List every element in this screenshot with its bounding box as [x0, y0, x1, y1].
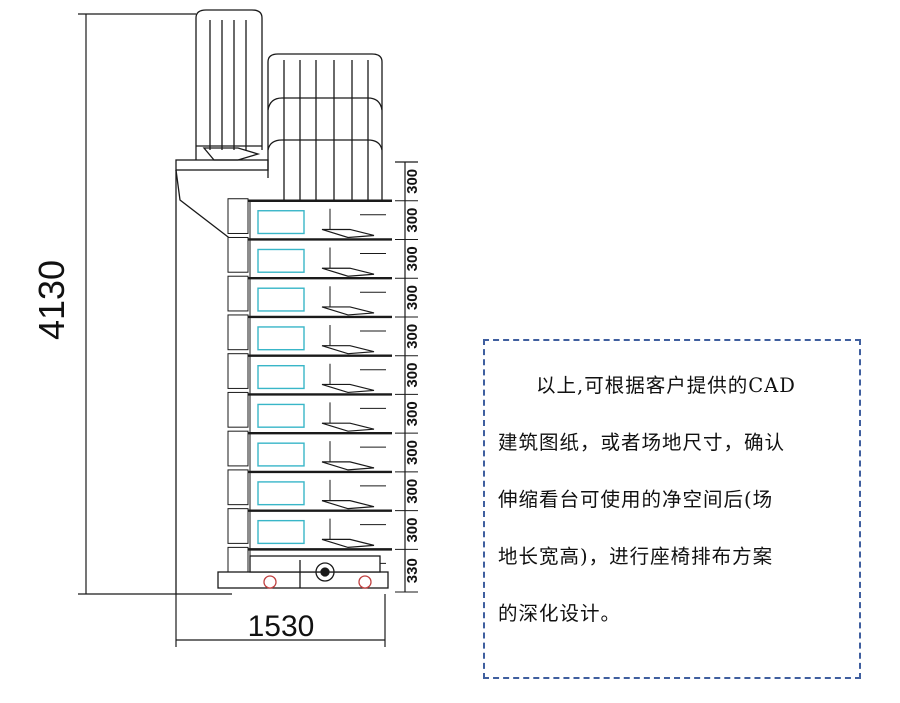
- seat-outline: [257, 403, 305, 428]
- folding-chair: [321, 228, 375, 239]
- seating-tier: [227, 353, 392, 395]
- tier-riser-plate: [227, 236, 249, 273]
- seat-outline: [257, 442, 305, 467]
- seat-outline: [257, 519, 305, 545]
- folding-chair: [321, 267, 375, 277]
- seat-outline: [257, 248, 305, 273]
- riser-label: 300: [404, 440, 421, 465]
- width-dimension-label: 1530: [248, 610, 315, 643]
- description-line: 伸缩看台可使用的净空间后(场: [498, 488, 774, 511]
- description-line: 以上,可根据客户提供的CAD: [536, 374, 796, 397]
- tier-riser-plate: [227, 314, 249, 351]
- folding-chair: [321, 345, 375, 355]
- riser-label: 300: [404, 479, 421, 504]
- tier-riser-plate: [227, 198, 249, 234]
- riser-label: 300: [404, 401, 421, 426]
- tier-riser-plate: [227, 353, 249, 389]
- seat-outline: [257, 326, 305, 351]
- tier-riser-plate: [227, 469, 249, 506]
- tier-riser-plate: [227, 391, 249, 428]
- riser-label: 300: [404, 208, 421, 233]
- dimension-lines: [78, 13, 418, 647]
- seating-tier: [227, 469, 392, 511]
- riser-label: 330: [404, 558, 421, 583]
- riser-label: 300: [404, 246, 421, 271]
- seat-outline: [257, 210, 305, 235]
- folding-chair: [321, 461, 375, 471]
- folding-chair: [321, 538, 375, 548]
- folding-chair: [321, 306, 375, 316]
- tier-riser-plate: [227, 430, 249, 467]
- description-text: 以上,可根据客户提供的CAD 建筑图纸，或者场地尺寸，确认 伸缩看台可使用的净空…: [498, 357, 850, 642]
- description-line: 建筑图纸，或者场地尺寸，确认: [498, 431, 786, 454]
- seating-tier: [227, 508, 392, 550]
- tier-riser-plate: [227, 508, 249, 544]
- tier-riser-plate: [227, 275, 249, 312]
- folding-chair: [321, 383, 375, 394]
- riser-label: 300: [404, 285, 421, 310]
- riser-dimension-ticks: [395, 200, 418, 593]
- seating-tier: [227, 430, 392, 472]
- description-box: [483, 339, 861, 679]
- seating-tier: [227, 198, 392, 240]
- riser-label: 300: [404, 363, 421, 388]
- height-dimension-label: 4130: [31, 260, 72, 340]
- seat-outline: [257, 481, 305, 506]
- seating-tier: [227, 275, 392, 317]
- seating-tier: [227, 314, 392, 356]
- grandstand-structure: [175, 9, 383, 594]
- undercarriage: [217, 555, 389, 589]
- seating-tier: [227, 236, 392, 279]
- riser-label: 300: [404, 169, 421, 194]
- seat-outline: [257, 364, 305, 390]
- folding-chair: [321, 500, 375, 510]
- seat-outline: [257, 287, 305, 312]
- description-line: 地长宽高)，进行座椅排布方案: [498, 545, 774, 568]
- seating-tiers: [227, 198, 392, 589]
- folding-chair: [321, 422, 375, 432]
- riser-dimension-labels: 300 300 300 300 300 300 300 300 300 300 330: [404, 169, 421, 583]
- riser-label: 300: [404, 518, 421, 543]
- seating-tier: [227, 391, 392, 434]
- description-line: 的深化设计。: [498, 602, 622, 625]
- riser-label: 300: [404, 324, 421, 349]
